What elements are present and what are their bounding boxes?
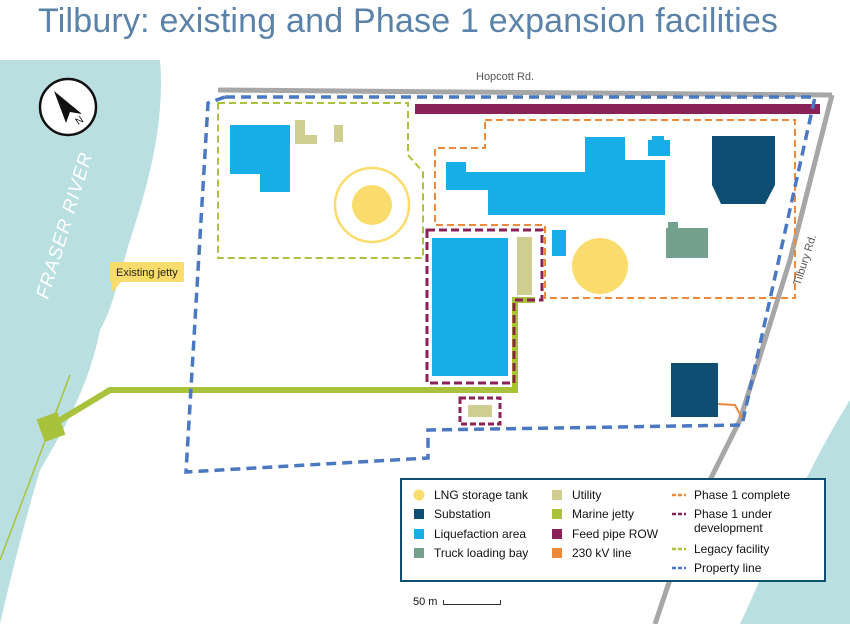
svg-text:Existing jetty: Existing jetty — [116, 267, 178, 279]
legend-item: Truck loading bay — [412, 546, 528, 563]
liquefaction-swatch — [412, 527, 426, 544]
legend-item: Substation — [412, 507, 491, 524]
existing-jetty-callout: Existing jetty — [110, 262, 184, 292]
phase1-dev-swatch — [672, 507, 686, 524]
marine-jetty-swatch — [550, 507, 564, 524]
phase1-dev-small — [458, 396, 502, 426]
property-line — [184, 95, 818, 474]
legend-item: Utility — [550, 488, 601, 505]
small-liquefaction-1 — [648, 140, 670, 156]
kv-line — [717, 403, 743, 419]
utility-swatch — [550, 488, 564, 505]
feed-pipe-row — [415, 104, 820, 114]
legacy-utility-2 — [305, 135, 317, 144]
scale-bar: 50 m — [413, 596, 502, 608]
jetty-line — [0, 374, 71, 561]
phase1-tank — [572, 238, 628, 294]
legend-item: Legacy facility — [672, 542, 769, 559]
lng-tank-swatch — [412, 488, 426, 505]
dev-utility — [517, 237, 532, 295]
legacy-utility-3 — [334, 125, 343, 142]
legend-item: Feed pipe ROW — [550, 527, 658, 544]
legacy-tank — [352, 185, 392, 225]
legacy-liquefaction — [230, 125, 290, 192]
compass-icon: N — [38, 77, 98, 137]
phase1-complete-swatch — [672, 488, 686, 505]
legend-item: 230 kV line — [550, 546, 631, 563]
legacy-tank-ring — [333, 166, 411, 244]
legend-item: Phase 1 under development — [672, 507, 786, 535]
dev-utility-small — [468, 405, 492, 417]
hopcott-road — [217, 87, 833, 98]
substation-bottom — [671, 363, 718, 417]
legend-item: Property line — [672, 561, 761, 578]
truck-bay-swatch — [412, 546, 426, 563]
phase1-dev-boundary — [425, 228, 544, 385]
legacy-swatch — [672, 542, 686, 559]
map-legend: LNG storage tank Substation Liquefaction… — [400, 478, 826, 582]
legacy-boundary — [217, 102, 424, 259]
property-line-swatch — [672, 561, 686, 578]
jetty-head — [36, 411, 66, 443]
substation-top — [712, 136, 775, 204]
hopcott-label: Hopcott Rd. — [476, 71, 534, 83]
legend-item: LNG storage tank — [412, 488, 528, 505]
truck-loading-bay — [666, 228, 708, 258]
fraser-river — [0, 60, 161, 624]
scale-bar-graphic — [443, 599, 502, 605]
map-title: Tilbury: existing and Phase 1 expansion … — [38, 2, 779, 40]
legacy-utility-1 — [295, 120, 305, 144]
dev-liquefaction — [432, 238, 508, 376]
scale-label: 50 m — [413, 596, 438, 608]
kv-line-swatch — [550, 546, 564, 563]
substation-swatch — [412, 507, 426, 524]
small-liquefaction-2 — [652, 136, 664, 142]
legend-item: Phase 1 complete — [672, 488, 790, 505]
phase1-liquefaction — [446, 137, 665, 215]
feed-pipe-swatch — [550, 527, 564, 544]
legend-item: Liquefaction area — [412, 527, 526, 544]
small-liquefaction-3 — [552, 230, 566, 256]
legend-item: Marine jetty — [550, 507, 634, 524]
truck-bay-detail — [668, 222, 678, 230]
